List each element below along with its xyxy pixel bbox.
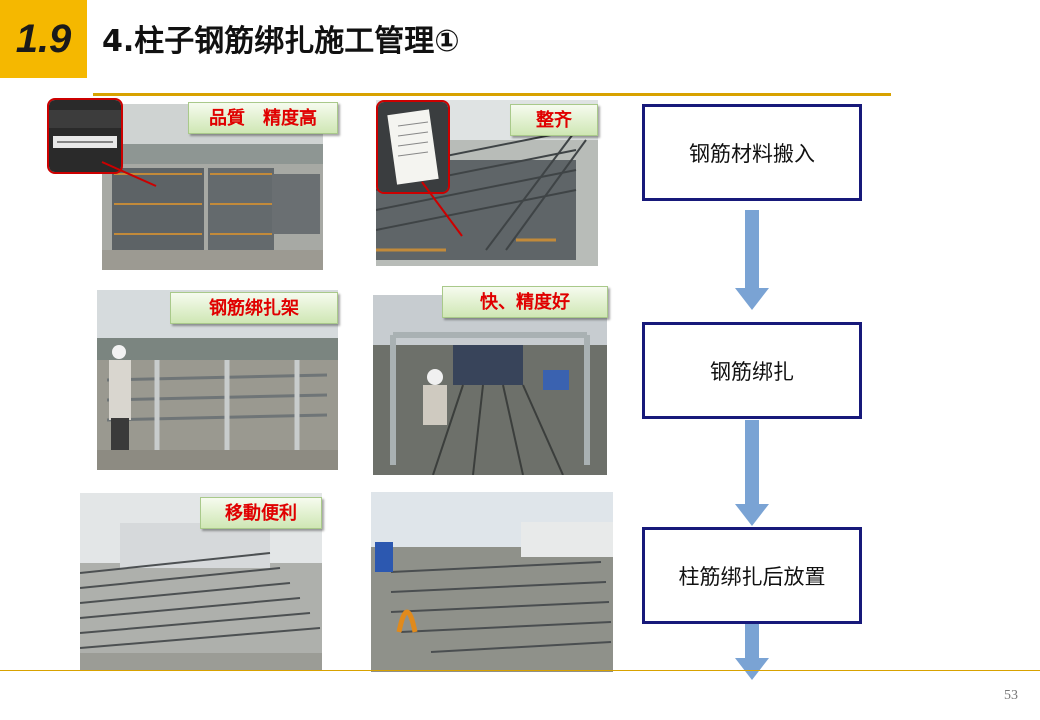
flow-arrow-down bbox=[735, 420, 769, 526]
photo-label-movable: 移動便利 bbox=[200, 497, 322, 529]
photo-rebar-storage bbox=[371, 492, 613, 672]
photo-precision bbox=[373, 295, 607, 475]
flow-arrow-down bbox=[735, 624, 769, 680]
photo-label-precision: 快、精度好 bbox=[442, 286, 608, 318]
flow-step-binding: 钢筋绑扎 bbox=[642, 322, 862, 419]
flow-step-placement: 柱筋绑扎后放置 bbox=[642, 527, 862, 624]
flow-step-material-delivery: 钢筋材料搬入 bbox=[642, 104, 862, 201]
callout-line-2 bbox=[421, 181, 463, 237]
slide-title: 4.柱子钢筋绑扎施工管理① bbox=[102, 24, 460, 59]
flow-arrow-down bbox=[735, 210, 769, 310]
callout-line bbox=[101, 161, 157, 187]
photo-label-binding-frame: 钢筋绑扎架 bbox=[170, 292, 338, 324]
title-divider bbox=[93, 93, 891, 96]
photo-label-quality: 品質 精度高 bbox=[188, 102, 338, 134]
footer-divider bbox=[0, 670, 1040, 671]
photo-label-neat: 整齐 bbox=[510, 104, 598, 136]
photo-inset-label-tag bbox=[376, 100, 450, 194]
page-number: 53 bbox=[1004, 688, 1018, 703]
photo-inset-rebar-tag bbox=[47, 98, 123, 174]
section-number-badge: 1.9 bbox=[0, 0, 87, 78]
